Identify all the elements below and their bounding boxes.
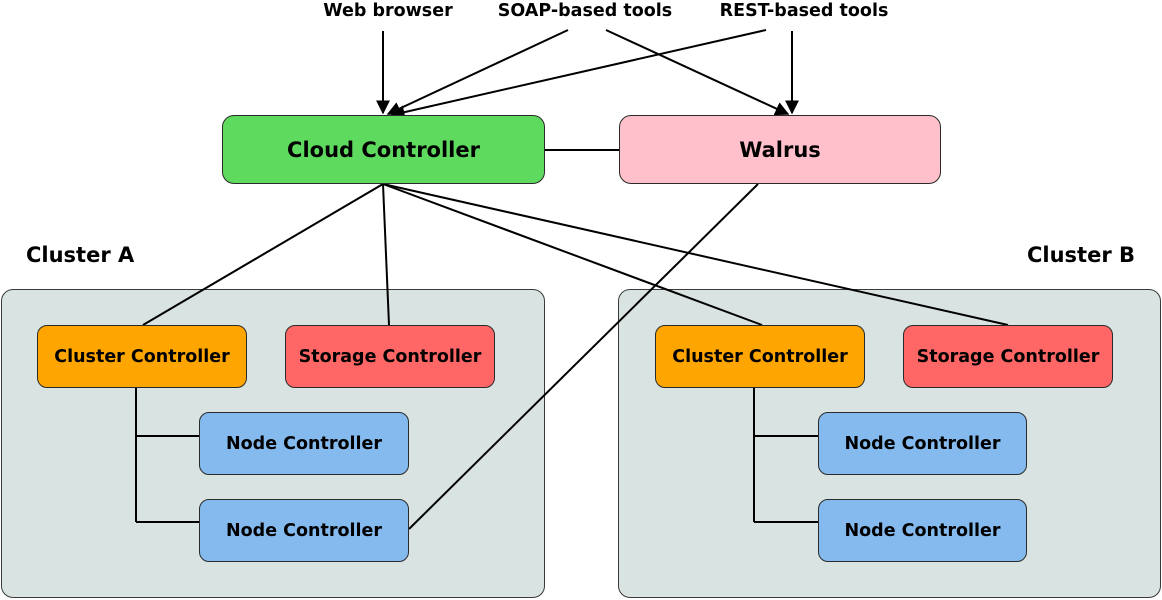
cluster-b-node-controller-2: Node Controller xyxy=(818,499,1027,562)
cluster-a-storage-controller: Storage Controller xyxy=(285,325,495,388)
cluster-b-label: Cluster B xyxy=(1027,243,1136,267)
arrow-soap-to-cloud xyxy=(386,29,569,116)
cluster-b-storage-controller: Storage Controller xyxy=(903,325,1113,388)
cluster-a-cluster-controller: Cluster Controller xyxy=(37,325,247,388)
rest-tools-label: REST-based tools xyxy=(719,1,889,21)
cluster-a-node-controller-2: Node Controller xyxy=(199,499,409,562)
soap-tools-label: SOAP-based tools xyxy=(497,1,673,21)
cluster-b-cluster-controller: Cluster Controller xyxy=(655,325,865,388)
walrus-node: Walrus xyxy=(619,115,941,184)
cluster-a-node-controller-1: Node Controller xyxy=(199,412,409,475)
link-cloud-sc-a xyxy=(382,183,390,326)
cloud-controller-node: Cloud Controller xyxy=(222,115,545,184)
cluster-b-node-controller-1: Node Controller xyxy=(818,412,1027,475)
link-cloud-sc-b xyxy=(382,183,1009,326)
arrow-soap-to-walrus xyxy=(605,29,790,116)
link-walrus-nc-a2 xyxy=(408,183,759,530)
link-cloud-cc-a xyxy=(142,183,384,326)
cluster-a-label: Cluster A xyxy=(26,243,135,267)
arrow-rest-to-cloud xyxy=(390,29,767,120)
web-browser-label: Web browser xyxy=(323,1,453,21)
link-cloud-cc-b xyxy=(382,183,763,326)
